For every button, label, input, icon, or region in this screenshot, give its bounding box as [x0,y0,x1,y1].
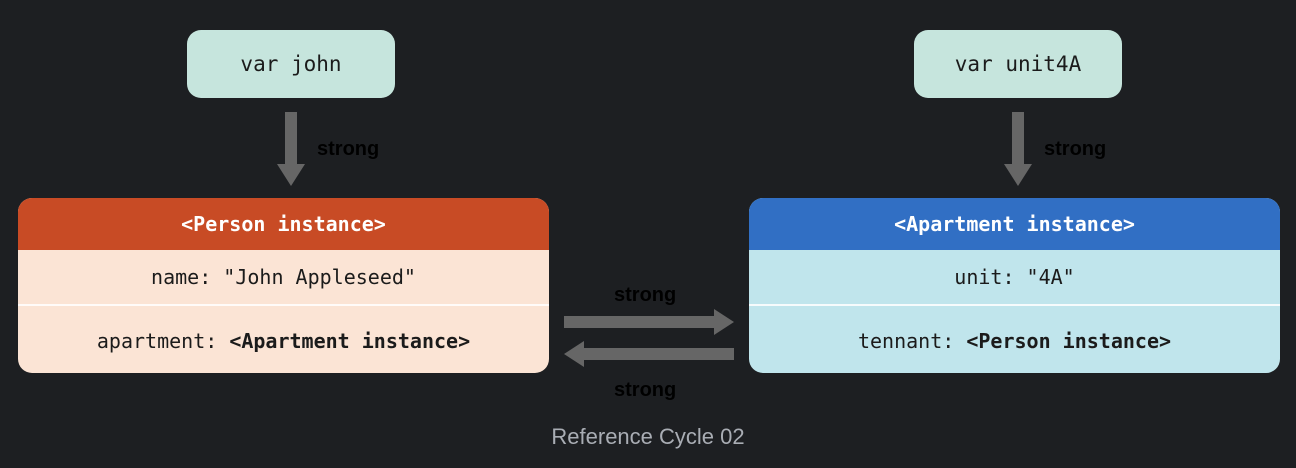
person-name-row: name: "John Appleseed" [18,250,549,304]
apartment-tennant-key: tennant: [857,328,967,353]
person-name-value: "John Appleseed" [223,265,416,289]
var-unit4a-box: var unit4A [914,30,1122,98]
apartment-unit-key: unit: [954,265,1027,289]
person-name-key: name: [151,265,224,289]
var-john-box: var john [187,30,395,98]
person-apartment-value: <Apartment instance> [229,328,471,353]
apartment-tennant-value: <Person instance> [966,328,1172,353]
person-to-apartment-arrow [564,309,734,335]
var-john-label: var john [240,52,342,76]
john-strong-label: strong [317,138,380,160]
apartment-card-header: <Apartment instance> [749,198,1280,250]
apartment-tennant-row: tennant: <Person instance> [749,306,1280,373]
person-apartment-key: apartment: [96,328,230,353]
apartment-to-person-label: strong [614,379,677,401]
apartment-to-person-arrow [564,341,734,367]
person-card-title: <Person instance> [181,212,386,236]
var-unit4a-label: var unit4A [954,52,1082,76]
person-card-divider [18,304,549,306]
apartment-unit-value: "4A" [1026,265,1075,289]
john-strong-arrow [277,112,305,186]
unit4a-strong-label: strong [1044,138,1107,160]
apartment-instance-card: <Apartment instance> unit: "4A" tennant:… [749,198,1280,373]
apartment-card-divider [749,304,1280,306]
apartment-unit-row: unit: "4A" [749,250,1280,304]
person-apartment-row: apartment: <Apartment instance> [18,306,549,373]
apartment-card-title: <Apartment instance> [894,212,1135,236]
person-instance-card: <Person instance> name: "John Appleseed"… [18,198,549,373]
person-card-header: <Person instance> [18,198,549,250]
diagram-caption: Reference Cycle 02 [551,424,745,449]
unit4a-strong-arrow [1004,112,1032,186]
person-to-apartment-label: strong [614,284,677,306]
